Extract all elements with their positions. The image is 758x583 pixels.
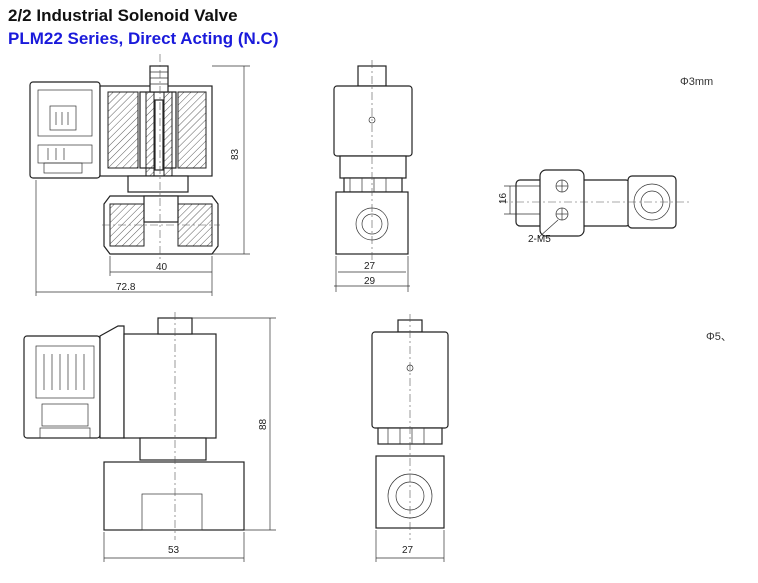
top-height-dim: 83 xyxy=(230,148,241,160)
page-subtitle: PLM22 Series, Direct Acting (N.C) xyxy=(8,29,279,48)
top-mount-view xyxy=(500,169,690,239)
top-front-section-view xyxy=(29,54,250,296)
bottom-side-width-dim: 27 xyxy=(402,545,414,556)
top-side-view xyxy=(333,60,413,292)
bottom-side-view xyxy=(371,314,449,562)
top-mount-height-dim: 16 xyxy=(498,192,509,204)
bottom-body-width-dim: 53 xyxy=(168,545,180,556)
bottom-orifice-note: Φ5、 xyxy=(706,331,732,343)
top-orifice-note: Φ3mm xyxy=(680,76,713,88)
page-title: 2/2 Industrial Solenoid Valve xyxy=(8,6,238,25)
top-total-width-dim: 72.8 xyxy=(116,282,136,293)
mount-thread-label: 2-M5 xyxy=(528,234,551,245)
top-port-width-dim: 40 xyxy=(156,262,168,273)
bottom-height-dim: 88 xyxy=(258,418,269,430)
bottom-front-view xyxy=(23,312,276,562)
top-side-inner-dim: 27 xyxy=(364,261,376,272)
top-side-outer-dim: 29 xyxy=(364,276,376,287)
